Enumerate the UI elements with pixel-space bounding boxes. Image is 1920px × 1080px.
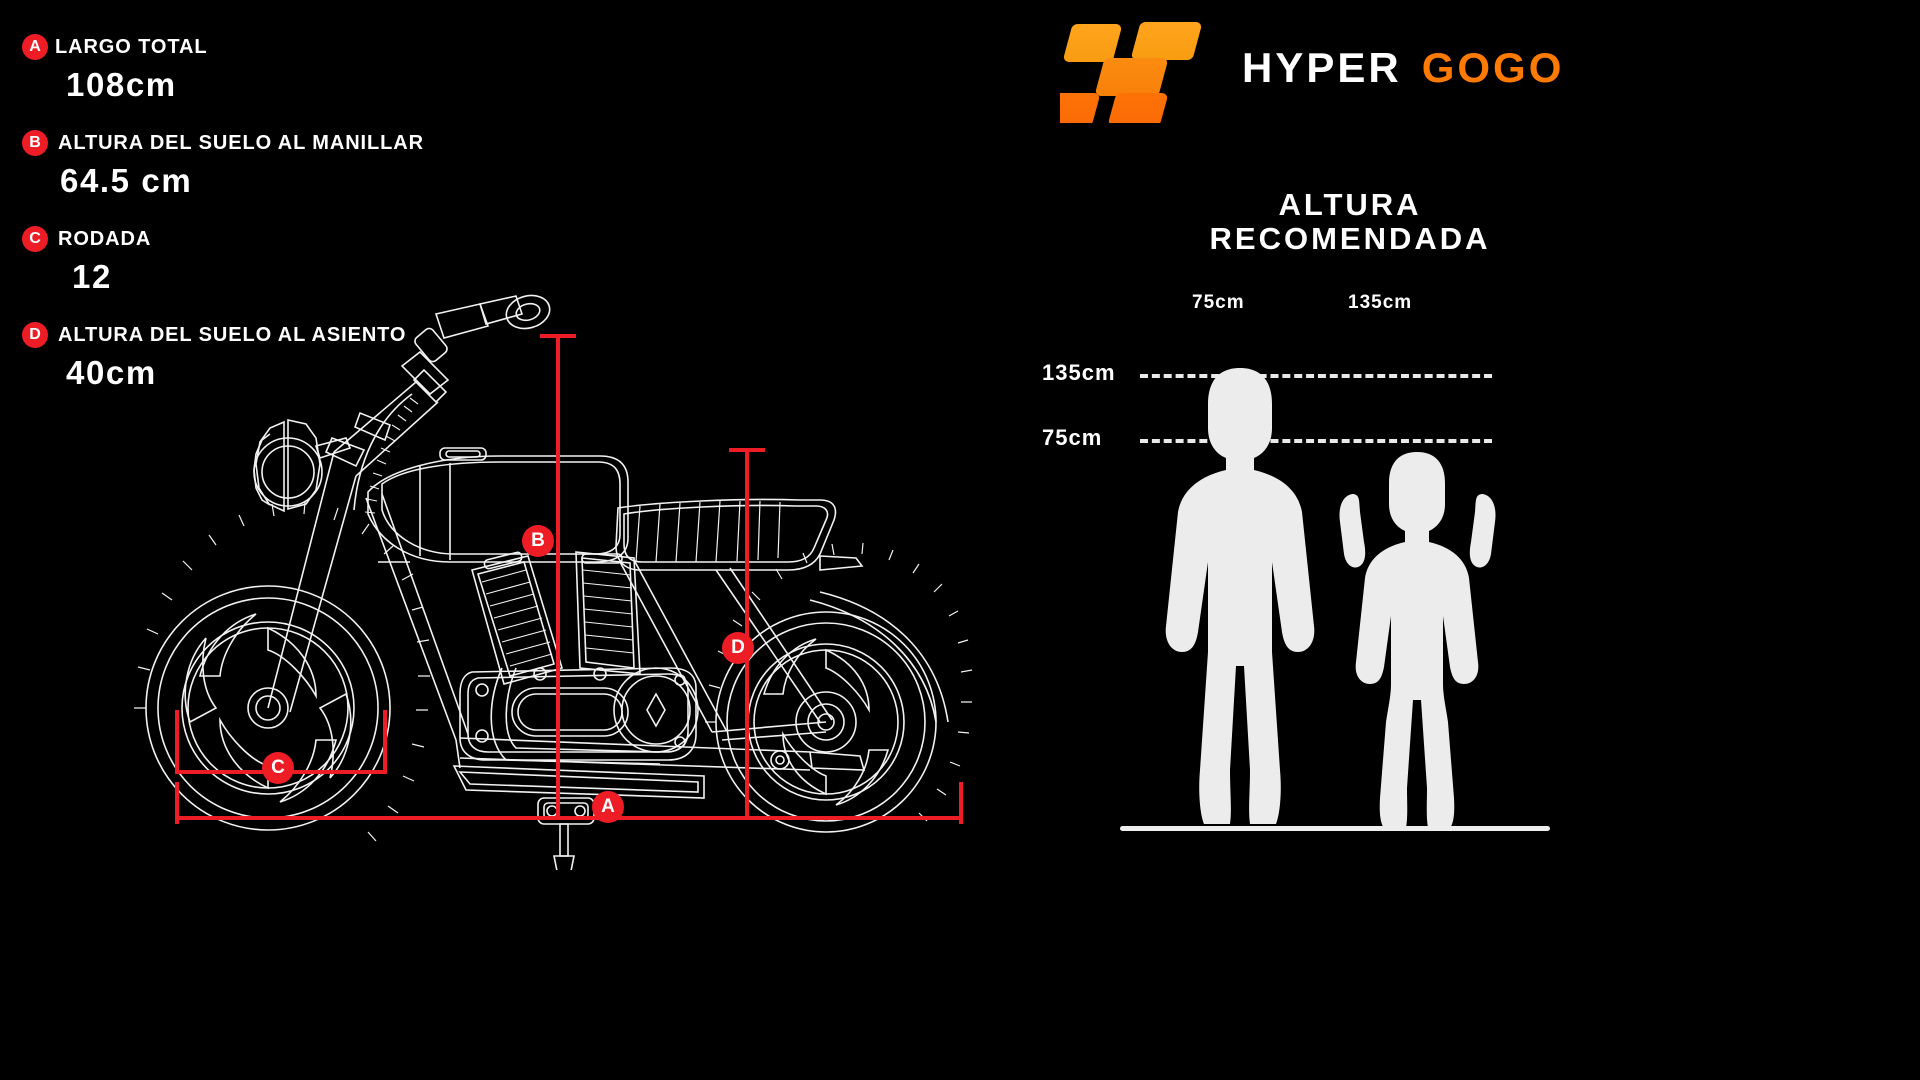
dimension-cap-a-left — [175, 782, 179, 824]
spec-item-d-value: 40cm — [66, 354, 157, 391]
reference-line-75cm — [1140, 439, 1492, 443]
marker-a-total-length: A — [592, 791, 624, 823]
height-panel-title: ALTURA RECOMENDADA — [1140, 187, 1560, 257]
checkered-flag-icon — [1040, 18, 1220, 127]
child-tall-silhouette — [1160, 366, 1320, 831]
height-panel-title-line2: RECOMENDADA — [1209, 221, 1491, 257]
spec-item-d: D ALTURA DEL SUELO AL ASIENTO 40cm — [22, 322, 582, 392]
spec-item-b: B ALTURA DEL SUELO AL MANILLAR 64.5 cm — [22, 130, 582, 200]
spec-item-c-value: 12 — [72, 258, 112, 295]
dimension-cap-c-right — [383, 710, 387, 774]
dimension-cap-b-top — [540, 334, 576, 338]
height-panel-title-line1: ALTURA — [1278, 187, 1422, 222]
brand-logo: HYPER GOGO — [1040, 18, 1564, 127]
side-label-75cm: 75cm — [1042, 425, 1103, 450]
spec-item-a-value: 108cm — [66, 66, 177, 103]
top-label-75cm: 75cm — [1192, 292, 1245, 313]
dimension-line-a — [175, 816, 963, 820]
brand-name-primary: HYPER — [1242, 44, 1402, 91]
spec-item-a-label: LARGO TOTAL — [55, 35, 208, 58]
badge-c-icon: C — [22, 226, 48, 252]
brand-wordmark: HYPER GOGO — [1242, 44, 1564, 92]
motorcycle-diagram — [120, 270, 1020, 877]
spec-item-a-header: A LARGO TOTAL — [22, 34, 582, 60]
spec-item-a: A LARGO TOTAL 108cm — [22, 34, 582, 104]
reference-line-135cm — [1140, 374, 1492, 378]
spec-item-d-header: D ALTURA DEL SUELO AL ASIENTO — [22, 322, 582, 348]
marker-c-wheel-size: C — [262, 752, 294, 784]
child-short-silhouette — [1330, 450, 1505, 832]
specification-list: A LARGO TOTAL 108cm B ALTURA DEL SUELO A… — [22, 34, 582, 418]
badge-b-icon: B — [22, 130, 48, 156]
dimension-cap-a-right — [959, 782, 963, 824]
ground-line — [1120, 826, 1550, 831]
spec-item-c-label: RODADA — [58, 227, 152, 250]
marker-b-handlebar-height: B — [522, 525, 554, 557]
spec-item-d-label: ALTURA DEL SUELO AL ASIENTO — [58, 323, 407, 346]
marker-d-seat-height: D — [722, 632, 754, 664]
top-label-135cm: 135cm — [1348, 292, 1413, 313]
spec-item-b-label: ALTURA DEL SUELO AL MANILLAR — [58, 131, 424, 154]
spec-item-b-value: 64.5 cm — [60, 162, 193, 199]
spec-item-c: C RODADA 12 — [22, 226, 582, 296]
spec-item-c-header: C RODADA — [22, 226, 582, 252]
dimension-line-b — [556, 334, 560, 818]
side-label-135cm: 135cm — [1042, 360, 1116, 385]
spec-item-b-header: B ALTURA DEL SUELO AL MANILLAR — [22, 130, 582, 156]
brand-name-secondary: GOGO — [1421, 44, 1565, 91]
badge-a-icon: A — [22, 34, 48, 60]
dimension-cap-c-left — [175, 710, 179, 774]
dimension-line-d — [745, 448, 749, 818]
badge-d-icon: D — [22, 322, 48, 348]
dimension-cap-d-top — [729, 448, 765, 452]
